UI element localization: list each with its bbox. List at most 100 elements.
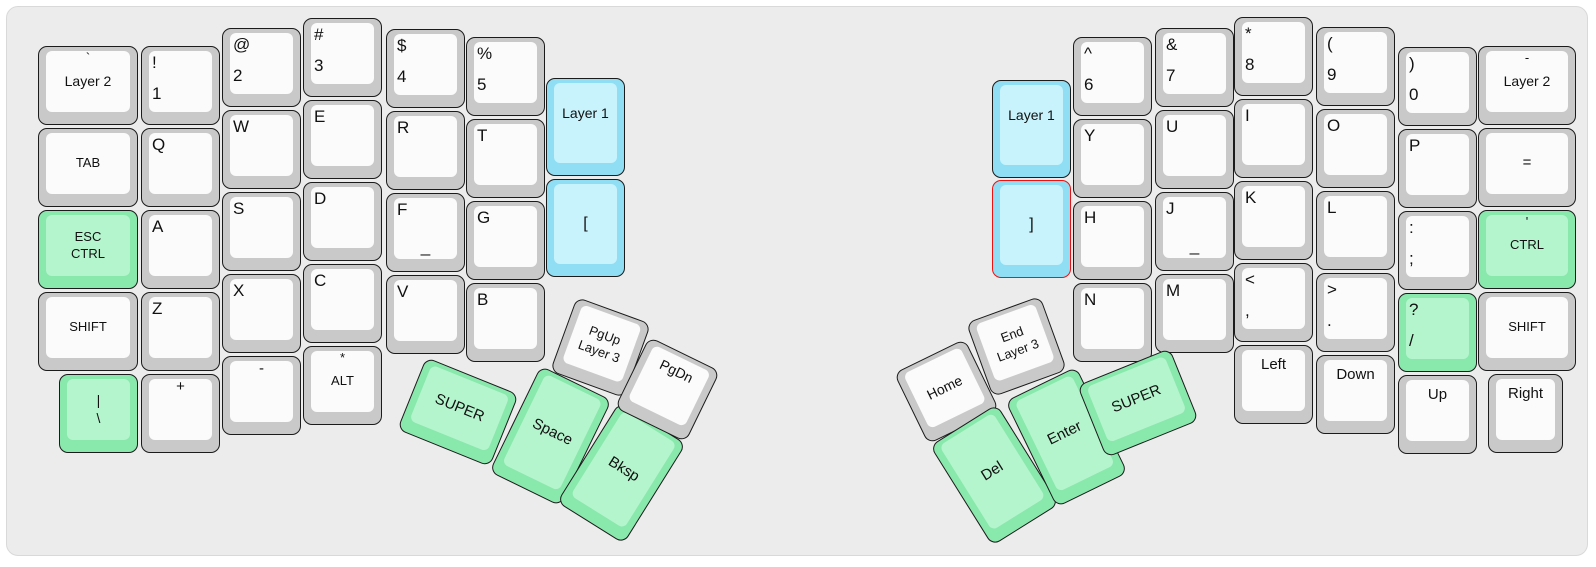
key-down-arrow[interactable]: Down bbox=[1316, 355, 1395, 434]
key-percent-5[interactable]: %5 bbox=[466, 37, 545, 116]
key-layer1-right[interactable]: Layer 1 bbox=[992, 80, 1071, 178]
keycap-top bbox=[230, 115, 293, 176]
key-r[interactable]: R bbox=[386, 111, 465, 190]
key-layer1-left[interactable]: Layer 1 bbox=[546, 78, 625, 176]
key-label: CTRL bbox=[1510, 237, 1544, 253]
key-grave-layer2[interactable]: `Layer 2 bbox=[38, 46, 138, 125]
key-shift-left[interactable]: SHIFT bbox=[38, 292, 138, 371]
key-label: H bbox=[1084, 208, 1097, 227]
key-u[interactable]: U bbox=[1155, 110, 1234, 189]
key-amp-7[interactable]: &7 bbox=[1155, 28, 1234, 107]
key-hash-3[interactable]: #3 bbox=[303, 18, 382, 97]
key-label: S bbox=[233, 199, 245, 218]
keycap-top bbox=[149, 133, 212, 194]
keycap-top bbox=[1406, 298, 1469, 359]
keycap-top bbox=[1496, 379, 1555, 440]
key-right-arrow[interactable]: Right bbox=[1488, 374, 1563, 453]
keycap-top bbox=[1486, 51, 1568, 112]
key-t[interactable]: T bbox=[466, 119, 545, 198]
key-plus[interactable]: + bbox=[141, 374, 220, 453]
key-minus-layer2[interactable]: -Layer 2 bbox=[1478, 46, 1576, 125]
keycap-top bbox=[46, 215, 130, 276]
key-label: 0 bbox=[1409, 85, 1419, 104]
key-esc-ctrl[interactable]: ESC CTRL bbox=[38, 210, 138, 289]
key-h[interactable]: H bbox=[1073, 201, 1152, 280]
key-caret-6[interactable]: ^6 bbox=[1073, 37, 1152, 116]
keycap-top bbox=[1242, 186, 1305, 247]
keycap-top bbox=[1242, 268, 1305, 329]
key-label: % bbox=[477, 44, 493, 63]
keycap-top bbox=[230, 361, 293, 422]
key-exclam-1[interactable]: !1 bbox=[141, 46, 220, 125]
key-label: ? bbox=[1409, 300, 1419, 319]
key-label: * bbox=[1245, 24, 1252, 43]
key-label: $ bbox=[397, 36, 407, 55]
key-question-slash[interactable]: ?/ bbox=[1398, 293, 1477, 372]
key-c[interactable]: C bbox=[303, 264, 382, 343]
key-z[interactable]: Z bbox=[141, 292, 220, 371]
key-paren-9[interactable]: (9 bbox=[1316, 27, 1395, 106]
key-equals[interactable]: = bbox=[1478, 128, 1576, 207]
key-star-8[interactable]: *8 bbox=[1234, 17, 1313, 96]
key-left-bracket[interactable]: [ bbox=[546, 179, 625, 277]
key-y[interactable]: Y bbox=[1073, 119, 1152, 198]
keycap-top bbox=[1081, 42, 1144, 103]
key-label: K bbox=[1245, 188, 1257, 207]
key-l[interactable]: L bbox=[1316, 191, 1395, 270]
key-paren-0[interactable]: )0 bbox=[1398, 47, 1477, 126]
key-d[interactable]: D bbox=[303, 182, 382, 261]
key-label: : bbox=[1409, 218, 1414, 237]
keycap-top bbox=[1486, 297, 1568, 358]
keycap-top bbox=[1324, 278, 1387, 339]
key-i[interactable]: I bbox=[1234, 99, 1313, 178]
key-left-arrow[interactable]: Left bbox=[1234, 345, 1313, 424]
key-v[interactable]: V bbox=[386, 275, 465, 354]
key-p[interactable]: P bbox=[1398, 129, 1477, 208]
keycap-top bbox=[1163, 197, 1226, 258]
keycap-top bbox=[394, 198, 457, 259]
key-x[interactable]: X bbox=[222, 274, 301, 353]
keycap-top bbox=[1324, 32, 1387, 93]
key-dollar-4[interactable]: $4 bbox=[386, 29, 465, 108]
key-o[interactable]: O bbox=[1316, 109, 1395, 188]
key-star-alt[interactable]: *ALT bbox=[303, 346, 382, 425]
key-label: Layer 1 bbox=[562, 105, 609, 121]
key-quote-ctrl[interactable]: 'CTRL bbox=[1478, 210, 1576, 289]
key-minus[interactable]: - bbox=[222, 356, 301, 435]
key-s[interactable]: S bbox=[222, 192, 301, 271]
key-a[interactable]: A bbox=[141, 210, 220, 289]
key-comma[interactable]: <, bbox=[1234, 263, 1313, 342]
key-b[interactable]: B bbox=[466, 283, 545, 362]
key-tab[interactable]: TAB bbox=[38, 128, 138, 207]
keycap-top bbox=[1406, 216, 1469, 277]
keycap-top bbox=[67, 379, 130, 440]
keycap-top bbox=[1000, 185, 1063, 265]
key-label: / bbox=[1409, 331, 1414, 350]
keycap-top bbox=[46, 297, 130, 358]
key-right-bracket[interactable]: ] bbox=[992, 180, 1071, 278]
key-shift-right[interactable]: SHIFT bbox=[1478, 292, 1576, 371]
keycap-top bbox=[554, 83, 617, 163]
key-pipe-backslash[interactable]: | \ bbox=[59, 374, 138, 453]
key-label: 1 bbox=[152, 84, 162, 103]
key-up-arrow[interactable]: Up bbox=[1398, 375, 1477, 454]
keycap-top bbox=[1324, 360, 1387, 421]
key-label: ( bbox=[1327, 34, 1333, 53]
key-j[interactable]: J_ bbox=[1155, 192, 1234, 271]
key-label: SHIFT bbox=[69, 319, 107, 335]
key-f[interactable]: F_ bbox=[386, 193, 465, 272]
key-m[interactable]: M bbox=[1155, 274, 1234, 353]
key-n[interactable]: N bbox=[1073, 283, 1152, 362]
key-label: T bbox=[477, 126, 488, 145]
keycap-top bbox=[1486, 215, 1568, 276]
key-period[interactable]: >. bbox=[1316, 273, 1395, 352]
key-w[interactable]: W bbox=[222, 110, 301, 189]
key-label: Q bbox=[152, 135, 166, 154]
keycap-top bbox=[46, 51, 130, 112]
key-at-2[interactable]: @2 bbox=[222, 28, 301, 107]
key-g[interactable]: G bbox=[466, 201, 545, 280]
key-q[interactable]: Q bbox=[141, 128, 220, 207]
key-k[interactable]: K bbox=[1234, 181, 1313, 260]
key-e[interactable]: E bbox=[303, 100, 382, 179]
key-colon-semicolon[interactable]: :; bbox=[1398, 211, 1477, 290]
